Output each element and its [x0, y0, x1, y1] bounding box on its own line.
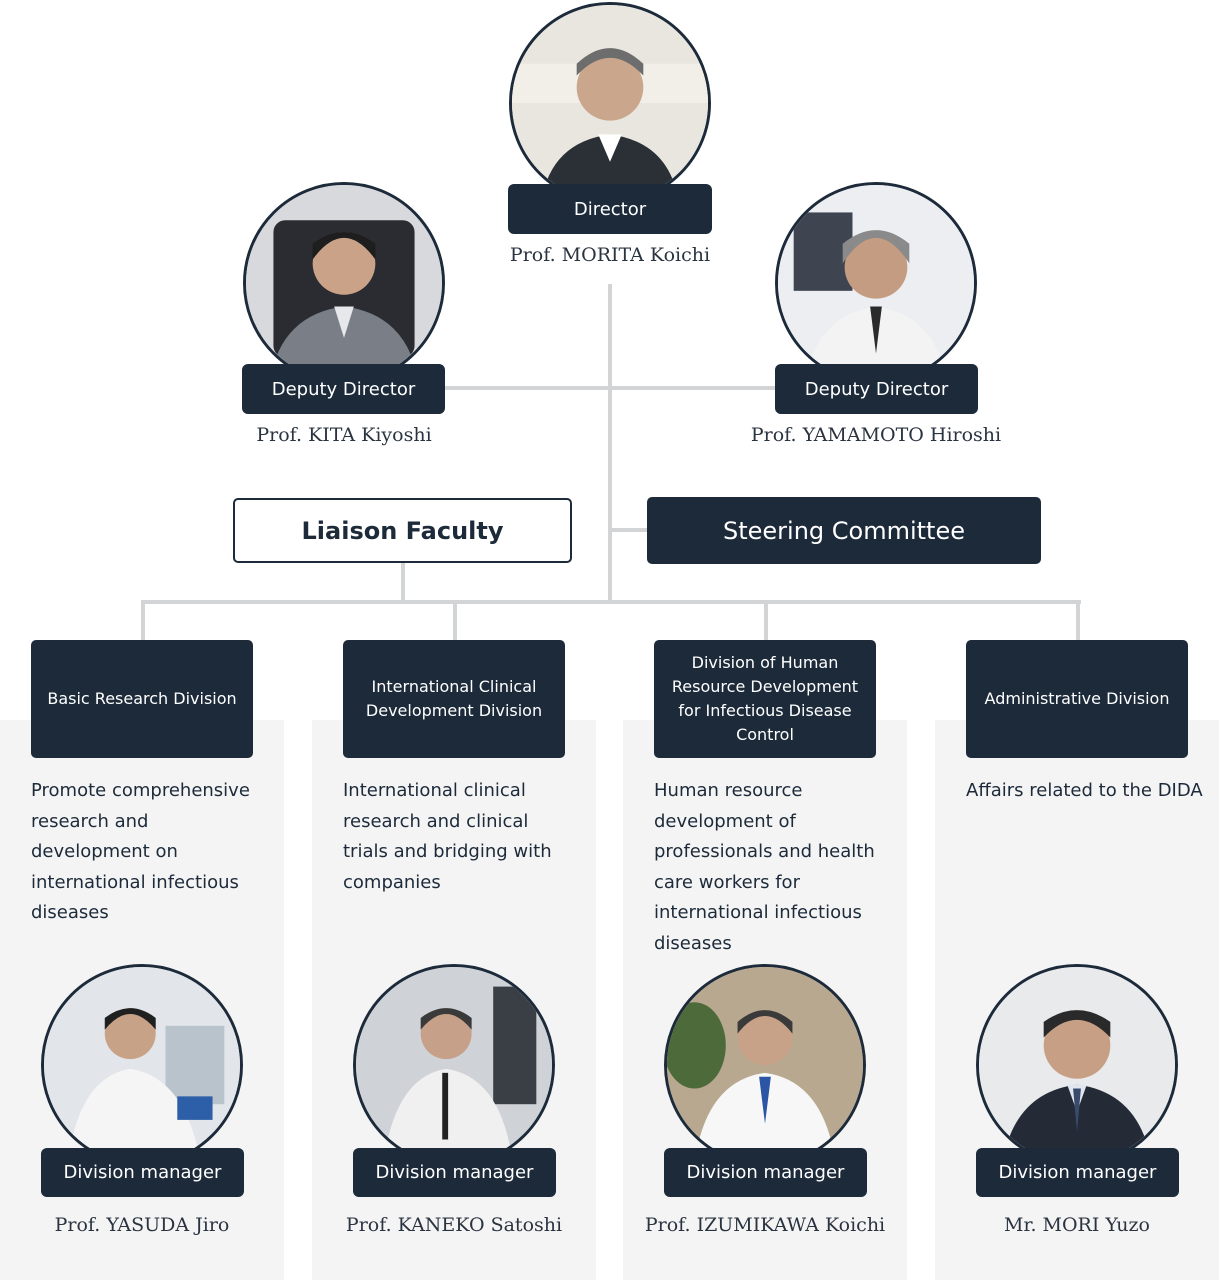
division-box-administrative: Administrative Division — [966, 640, 1188, 758]
deputy-left-name: Prof. KITA Kiyoshi — [256, 424, 432, 446]
person-silhouette-icon — [512, 5, 708, 201]
manager-name-2: Prof. KANEKO Satoshi — [345, 1214, 563, 1236]
person-silhouette-icon — [356, 967, 552, 1163]
connector-trunk — [608, 284, 612, 602]
deputy-left-role-label: Deputy Director — [242, 364, 445, 414]
director-photo — [509, 2, 711, 204]
connector-division-2 — [453, 600, 457, 640]
division-description-basic-research: Promote comprehensive research and devel… — [31, 780, 250, 923]
connector-divisions — [141, 600, 1081, 604]
deputy-left-photo — [243, 182, 445, 384]
connector-liaison — [401, 563, 405, 602]
deputy-right-name: Prof. YAMAMOTO Hiroshi — [750, 424, 1002, 446]
manager-name-1: Prof. YASUDA Jiro — [54, 1214, 230, 1236]
connector-steering — [610, 528, 647, 532]
manager-role-label-1: Division manager — [41, 1148, 244, 1197]
manager-role-label-3: Division manager — [664, 1148, 867, 1197]
director-role-label: Director — [508, 184, 712, 234]
person-silhouette-icon — [246, 185, 442, 381]
connector-division-3 — [764, 600, 768, 640]
person-silhouette-icon — [44, 967, 240, 1163]
division-description-administrative: Affairs related to the DIDA — [966, 780, 1203, 801]
manager-photo-3 — [664, 964, 866, 1166]
deputy-right-photo — [775, 182, 977, 384]
division-box-human-resource: Division of Human Resource Development f… — [654, 640, 876, 758]
person-silhouette-icon — [979, 967, 1175, 1163]
steering-committee-box: Steering Committee — [647, 497, 1041, 564]
director-name: Prof. MORITA Koichi — [509, 244, 711, 266]
manager-name-3: Prof. IZUMIKAWA Koichi — [644, 1214, 886, 1236]
person-silhouette-icon — [778, 185, 974, 381]
manager-name-4: Mr. MORI Yuzo — [1004, 1214, 1150, 1236]
connector-division-1 — [141, 600, 145, 640]
division-description-human-resource: Human resource development of profession… — [654, 780, 875, 954]
manager-photo-1 — [41, 964, 243, 1166]
division-box-basic-research: Basic Research Division — [31, 640, 253, 758]
manager-role-label-2: Division manager — [353, 1148, 556, 1197]
manager-role-label-4: Division manager — [976, 1148, 1179, 1197]
deputy-right-role-label: Deputy Director — [775, 364, 978, 414]
connector-division-4 — [1076, 600, 1080, 640]
manager-photo-4 — [976, 964, 1178, 1166]
connector-deputies — [444, 386, 776, 390]
manager-photo-2 — [353, 964, 555, 1166]
person-silhouette-icon — [667, 967, 863, 1163]
division-description-international-clinical: International clinical research and clin… — [343, 780, 552, 893]
division-box-international-clinical: International Clinical Development Divis… — [343, 640, 565, 758]
liaison-faculty-box: Liaison Faculty — [233, 498, 572, 563]
